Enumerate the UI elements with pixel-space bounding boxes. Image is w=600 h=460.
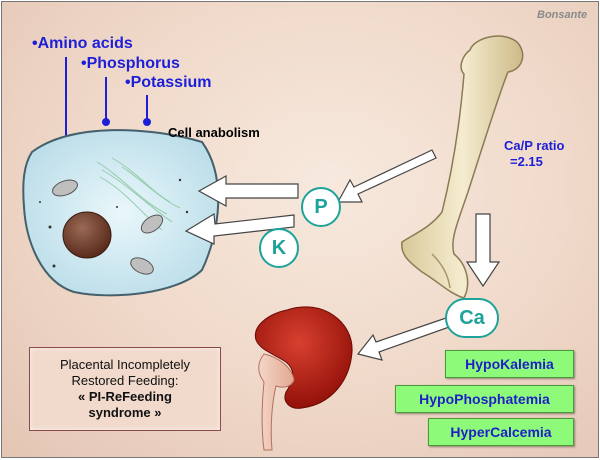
kidney-illustration	[254, 306, 353, 451]
ion-phosphorus-label: P	[301, 187, 341, 227]
ca-p-ratio-line1: Ca/P ratio	[504, 138, 565, 153]
credit-label: Bonsante	[537, 9, 588, 21]
flow-arrows	[184, 149, 501, 361]
syndrome-line3: « PI-ReFeeding	[78, 389, 172, 404]
bone-illustration	[401, 35, 524, 299]
nutrient-phosphorus: •Phosphorus	[81, 55, 180, 72]
nutrient-potassium: •Potassium	[125, 74, 212, 91]
syndrome-line4: syndrome »	[88, 405, 162, 420]
syndrome-box: Placental Incompletely Restored Feeding:…	[29, 347, 221, 431]
ion-calcium-label: Ca	[445, 298, 499, 338]
outcome-hypercalcemia: HyperCalcemia	[428, 418, 574, 446]
ca-p-ratio-line2: =2.15	[510, 154, 543, 169]
outcome-hypophosphatemia: HypoPhosphatemia	[395, 385, 574, 413]
cell-anabolism-label: Cell anabolism	[168, 125, 260, 140]
mitochondria	[52, 179, 164, 275]
ion-potassium-label: K	[259, 228, 299, 268]
syndrome-line1: Placental Incompletely	[59, 357, 191, 372]
outcome-hypokalemia: HypoKalemia	[445, 350, 574, 378]
syndrome-line2: Restored Feeding:	[71, 373, 179, 388]
nutrient-amino-acids: •Amino acids	[32, 35, 133, 52]
cell-illustration	[22, 129, 220, 297]
